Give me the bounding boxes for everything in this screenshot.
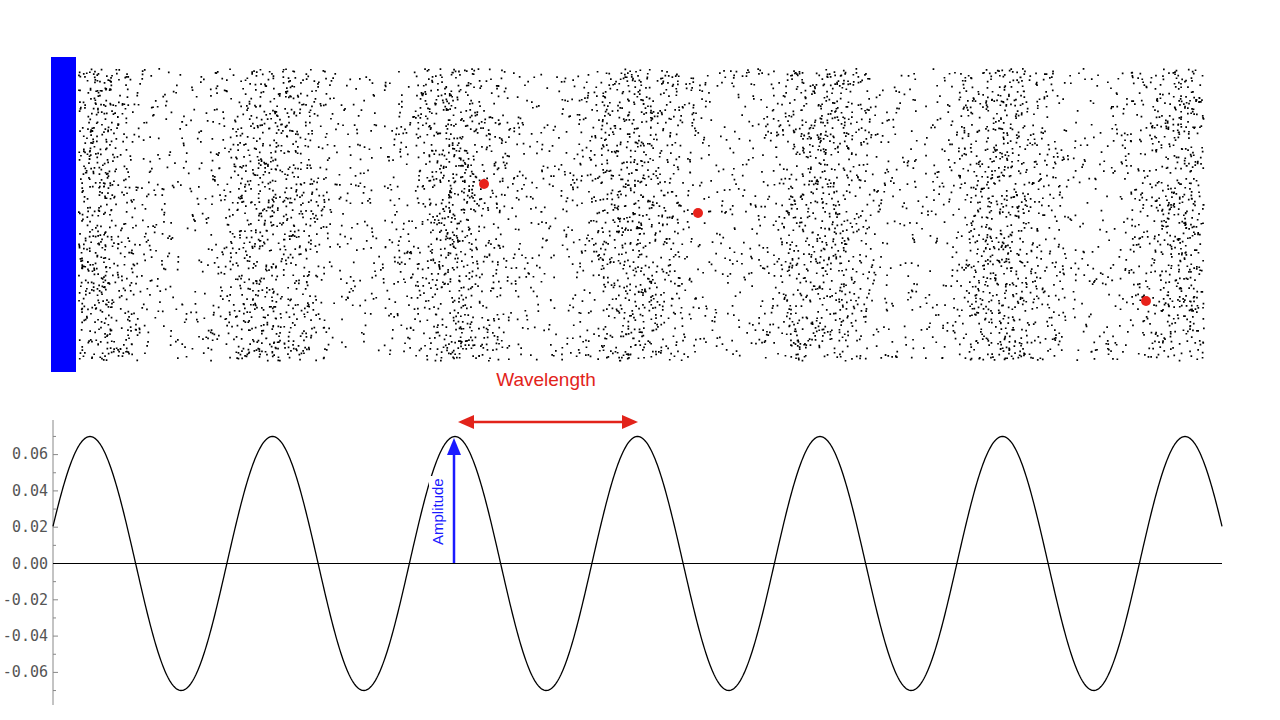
wavelength-label: Wavelength <box>496 369 596 391</box>
axis-tick <box>53 581 56 582</box>
axis-tick <box>53 527 58 528</box>
axis-tick <box>53 454 58 455</box>
axis-tick <box>53 690 56 691</box>
tracer-particle <box>479 179 489 189</box>
amplitude-arrow <box>447 438 461 563</box>
amplitude-label: Amplitude <box>429 477 446 548</box>
axis-tick <box>53 472 56 473</box>
particle-field <box>78 68 1205 362</box>
axis-tick <box>53 490 58 491</box>
tracer-particle <box>693 208 703 218</box>
axis-tick <box>53 509 56 510</box>
tracer-particle <box>1141 296 1151 306</box>
axis-tick <box>53 654 56 655</box>
axis-tick-label: 0.00 <box>2 555 48 573</box>
axis-tick-label: -0.04 <box>2 627 48 645</box>
axis-tick <box>53 636 58 637</box>
axis-tick <box>53 672 58 673</box>
axis-tick-label: -0.02 <box>2 591 48 609</box>
y-axis <box>53 420 54 705</box>
axis-tick-label: -0.06 <box>2 663 48 681</box>
axis-tick <box>53 436 56 437</box>
piston-bar <box>51 57 76 372</box>
axis-tick <box>53 617 56 618</box>
axis-tick-label: 0.04 <box>2 482 48 500</box>
sine-curve <box>53 437 1222 691</box>
axis-tick-label: 0.06 <box>2 445 48 463</box>
axis-tick <box>53 545 56 546</box>
axis-tick-label: 0.02 <box>2 518 48 536</box>
axis-tick <box>53 599 58 600</box>
zero-line <box>53 563 1222 564</box>
wavelength-arrow <box>458 415 638 429</box>
